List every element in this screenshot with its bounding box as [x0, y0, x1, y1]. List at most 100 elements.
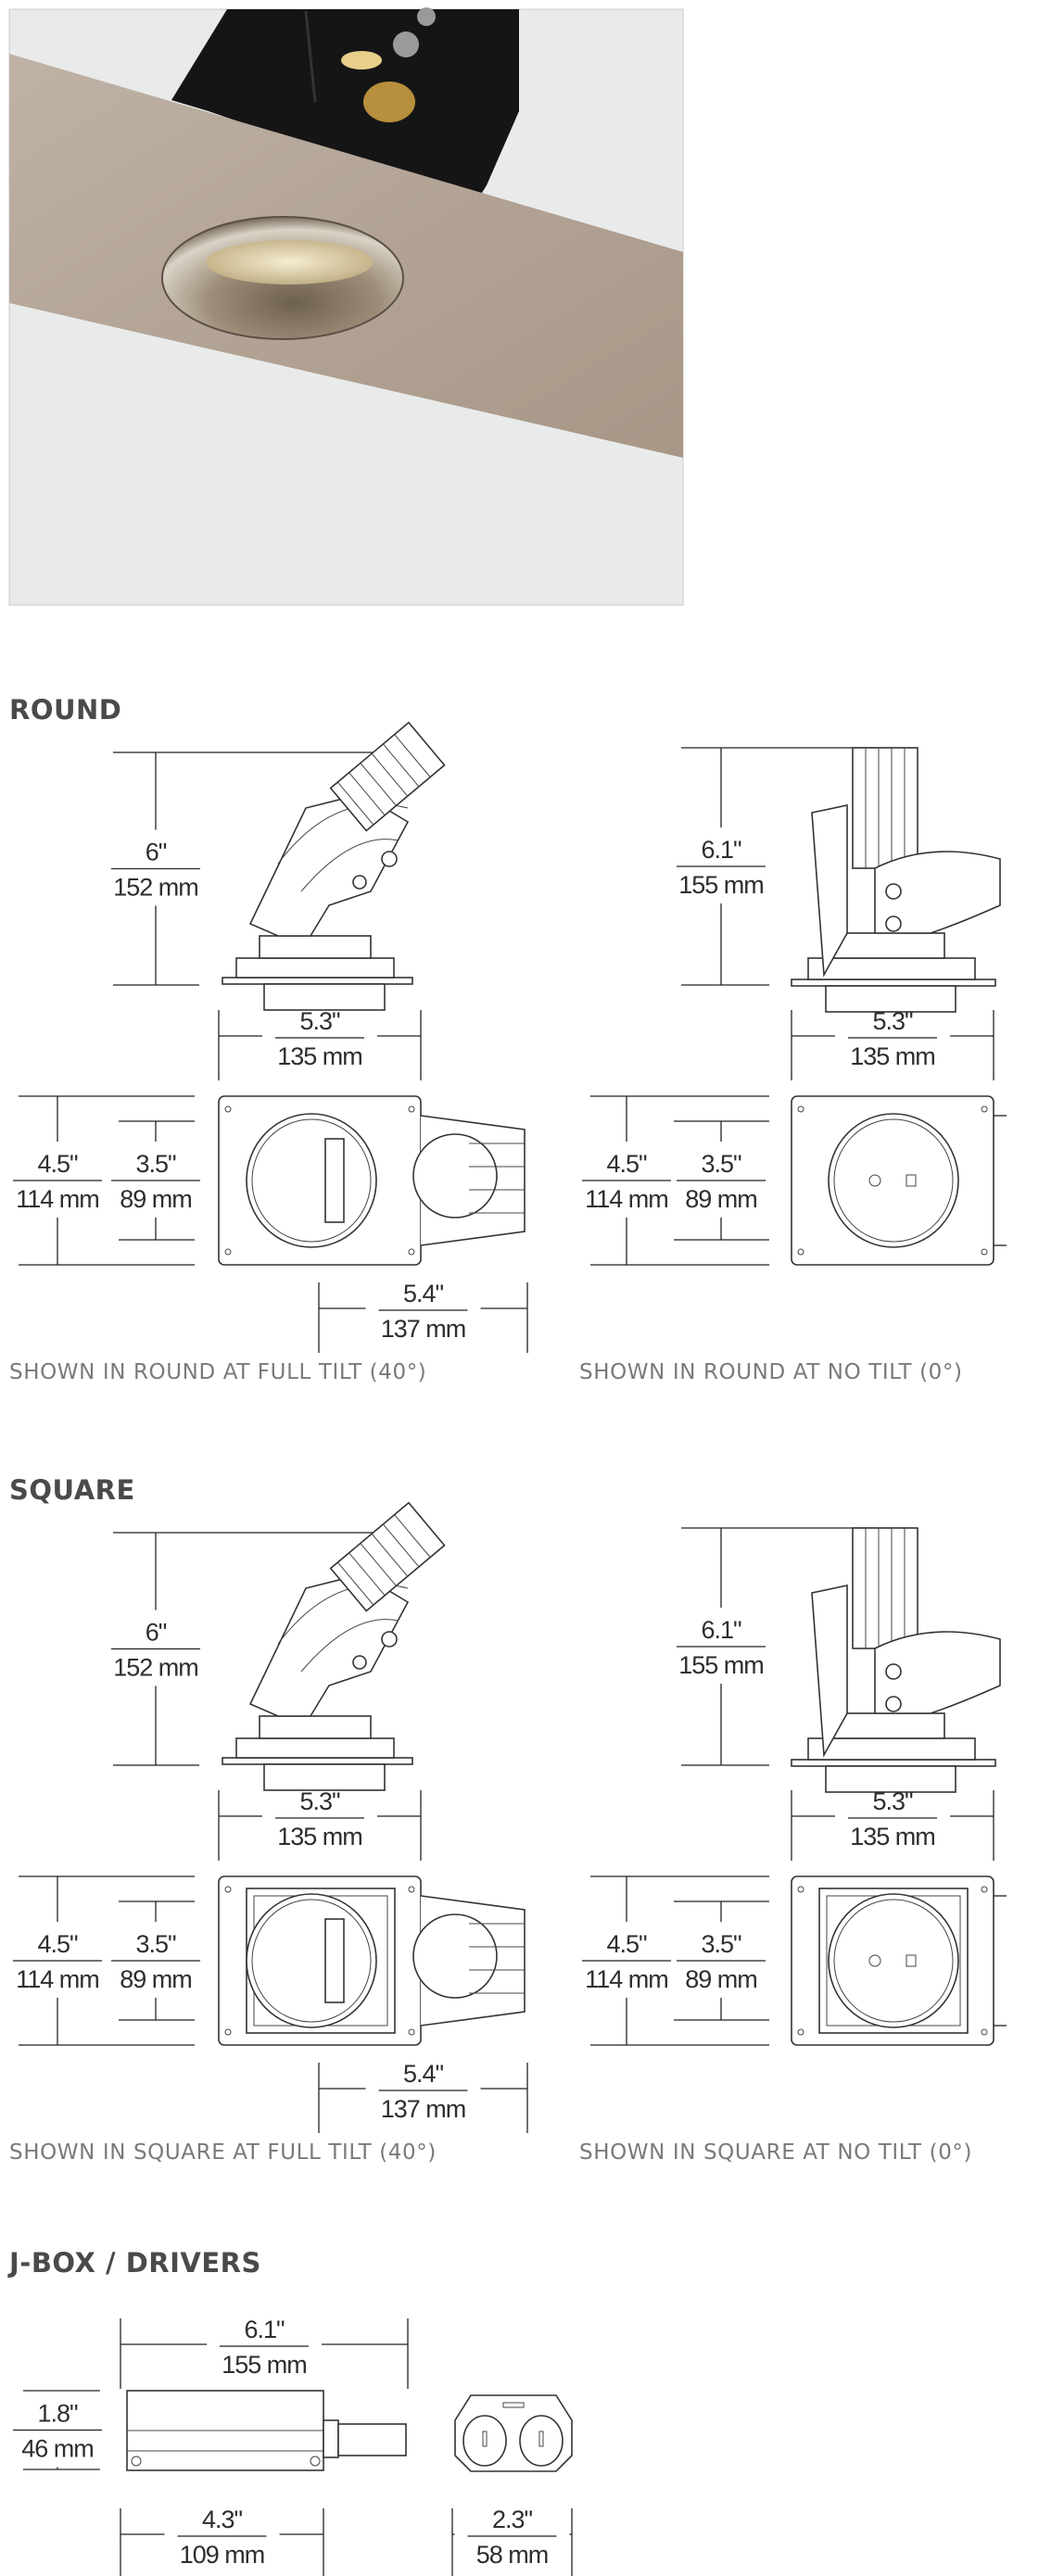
figure-caption: SHOWN IN ROUND AT NO TILT (0°): [579, 1360, 963, 1384]
dimension-mm: 152 mm: [113, 874, 198, 902]
dimension-mm: 114 mm: [585, 1965, 668, 1993]
dimension-mm: 89 mm: [685, 1965, 757, 1993]
vertical-dimension: 1.8"46 mm: [13, 2390, 102, 2470]
pivot-screw: [381, 851, 398, 867]
vertical-dimension: 6.1"155 mm: [677, 1527, 876, 1766]
pivot-screw: [885, 883, 902, 900]
dimension-mm: 109 mm: [180, 2541, 265, 2569]
center-slot: [906, 1174, 917, 1187]
fixture-side-view-straight: [791, 1527, 1001, 1793]
mount-hole: [981, 1105, 988, 1113]
fixture-side-view-tilted: [222, 1501, 446, 1791]
round-plan-view: [218, 1095, 526, 1266]
trim-ring: [263, 1763, 386, 1791]
dimension-inches: 3.5": [135, 1930, 176, 1958]
horizontal-dimension: 2.3"58 mm: [451, 2506, 573, 2576]
vertical-dimension: 3.5" 89 mm: [111, 1900, 200, 2021]
dimension-inches: 3.5": [135, 1150, 176, 1178]
mount-hole: [408, 1886, 415, 1893]
dimension-mm: 137 mm: [381, 1315, 466, 1343]
vertical-dimension: 3.5" 89 mm: [674, 1900, 769, 2021]
dimension-inches: 6": [146, 1619, 167, 1647]
dimension-inches: 3.5": [701, 1150, 741, 1178]
dimension-mm: 152 mm: [113, 1654, 198, 1682]
dimension-inches: 5.3": [299, 1787, 340, 1815]
projecting-heatsink: [412, 1895, 526, 2027]
knockout: [519, 2415, 564, 2467]
dimension-mm: 155 mm: [678, 1651, 764, 1679]
mount-hole: [797, 1248, 804, 1256]
yoke-arm: [874, 851, 1001, 934]
dimension-inches: 4.5": [606, 1930, 647, 1958]
aperture-inner: [833, 1118, 954, 1243]
frame: [235, 1737, 395, 1759]
dimension-mm: 135 mm: [850, 1823, 935, 1850]
heatsink-fin: [348, 772, 386, 816]
mount-hole: [408, 1248, 415, 1256]
yoke-arm: [874, 1631, 1001, 1714]
heatsink-disc: [412, 1913, 498, 1999]
label-tab: [502, 2402, 525, 2408]
fixture-body: [171, 7, 519, 193]
dimension-inches: 3.5": [701, 1930, 741, 1958]
heatsink-fin: [371, 1533, 409, 1577]
heatsink-fin: [383, 743, 420, 788]
slot: [300, 1619, 399, 1673]
aperture-inner: [833, 1899, 954, 2023]
dimension-inches: 4.3": [202, 2506, 243, 2533]
conduit-connector: [337, 2423, 407, 2456]
aperture-ring: [246, 1893, 377, 2028]
dimension-mm: 155 mm: [678, 871, 764, 899]
heatsink-body: [329, 721, 446, 832]
dimension-mm: 114 mm: [16, 1185, 99, 1213]
vertical-dimension: 6"152 mm: [111, 751, 426, 986]
dimension-mm: 89 mm: [120, 1965, 192, 1993]
heatsink-fin: [360, 1543, 397, 1586]
mount-hole: [224, 1886, 232, 1893]
mount-hole: [797, 1886, 804, 1893]
pivot-screw: [885, 1696, 902, 1712]
vertical-dimension: 4.5" 114 mm: [582, 1875, 769, 2046]
fixture-side-view-tilted: [222, 721, 446, 1011]
screw: [131, 2456, 142, 2467]
section-heading: SQUARE: [9, 1474, 135, 1506]
dimension-mm: 89 mm: [120, 1185, 192, 1213]
trim-ring: [825, 1765, 956, 1793]
mount-block: [259, 1715, 372, 1739]
figure-caption: SHOWN IN SQUARE AT FULL TILT (40°): [9, 2140, 437, 2165]
heatsink-fin: [394, 1514, 431, 1558]
mount-block: [832, 1712, 945, 1739]
mount-hole: [981, 2028, 988, 2036]
trim-ring: [825, 985, 956, 1013]
jbox-end-view: [454, 2394, 573, 2472]
heatsink-fin: [336, 1561, 374, 1606]
heatsink-fin: [348, 1552, 386, 1597]
horizontal-dimension: 5.3"135 mm: [791, 1787, 994, 1861]
projecting-heatsink: [412, 1115, 526, 1246]
knockout: [462, 2415, 507, 2467]
horizontal-dimension: 5.3" 135 mm: [218, 1787, 422, 1861]
dimension-inches: 4.5": [606, 1150, 647, 1178]
mount-hole: [797, 1105, 804, 1113]
aperture-inner: [251, 1899, 372, 2023]
bracket: [811, 1585, 848, 1758]
dimension-mm: 135 mm: [277, 1823, 362, 1850]
yoke-bracket: [324, 1138, 345, 1223]
mount-hole: [797, 2028, 804, 2036]
figure-caption: SHOWN IN ROUND AT FULL TILT (40°): [9, 1360, 426, 1384]
pivot-screw: [885, 915, 902, 932]
dimension-inches: 5.3": [299, 1007, 340, 1035]
horizontal-dimension: 5.4"137 mm: [318, 2060, 528, 2133]
vertical-dimension: 3.5"89 mm: [674, 1120, 769, 1241]
dimension-inches: 2.3": [492, 2506, 533, 2533]
horizontal-dimension: 4.3" 109 mm: [120, 2506, 324, 2576]
heatsink: [329, 721, 446, 832]
dimension-inches: 1.8": [37, 2400, 78, 2428]
dimension-inches: 6.1": [701, 836, 741, 864]
heatsink-fin: [383, 1523, 420, 1568]
ceiling-plate: [222, 1757, 413, 1765]
dimension-mm: 135 mm: [850, 1042, 935, 1070]
jbox-side-view: [126, 2390, 407, 2471]
yoke-bracket: [324, 1918, 345, 2003]
pivot-screw: [885, 1663, 902, 1680]
